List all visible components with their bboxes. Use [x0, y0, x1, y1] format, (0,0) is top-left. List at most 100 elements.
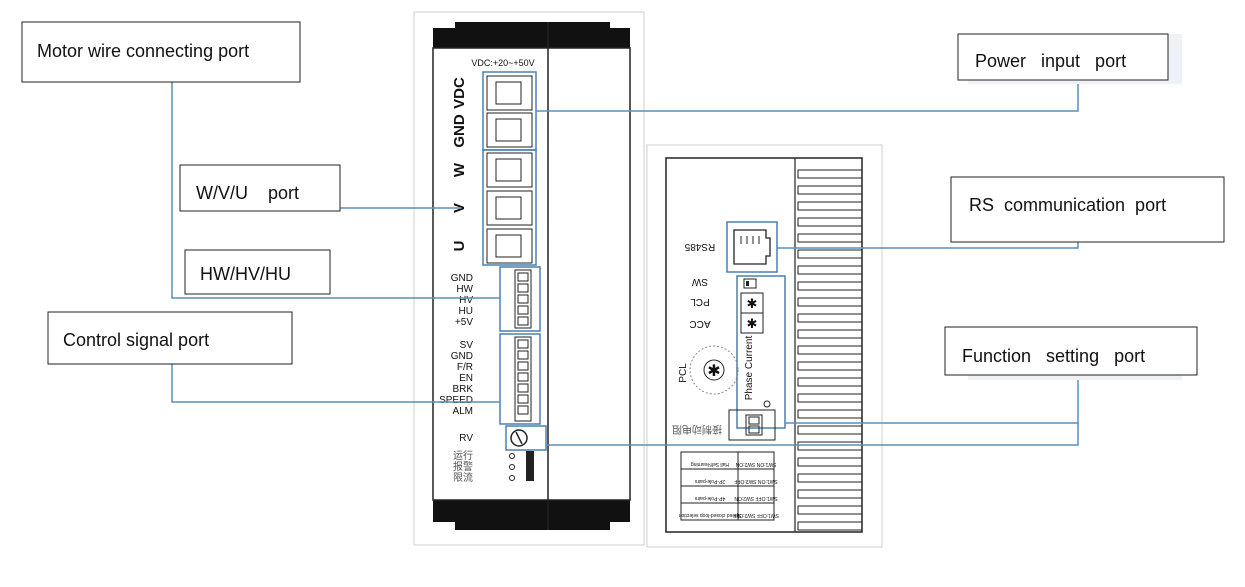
terminal-gnd-screw — [495, 118, 522, 142]
led-alarm — [509, 464, 515, 470]
control-pin-label: SPEED — [439, 395, 473, 406]
heatsink-fin — [797, 185, 863, 195]
motor-terminal-block: W V U — [451, 149, 537, 266]
control-pin-6 — [517, 394, 529, 404]
side-view-frame — [646, 144, 883, 548]
table-cell: 4P-Pole-pairs — [694, 495, 725, 501]
function-setting-leader-lower — [546, 423, 1079, 446]
power-block-outline — [482, 71, 537, 151]
pcl-dial-label: PCL — [678, 363, 689, 383]
indicator-label: 运行 — [453, 449, 473, 462]
brake-terminal-plug — [745, 414, 763, 436]
control-pin-3 — [517, 361, 529, 371]
driver-body — [432, 47, 631, 501]
power-input-callout-text: Power input port — [975, 51, 1126, 71]
control-connector: SV GND F/R EN BRK SPEED ALM — [439, 333, 541, 425]
rs-comm-leader — [777, 242, 1079, 249]
control-pin-5 — [517, 383, 529, 393]
front-view-frame — [413, 11, 645, 546]
hall-pin-1 — [517, 272, 529, 282]
terminal-w-screw — [495, 158, 522, 182]
hall-pin-label: HW — [456, 284, 473, 295]
function-setting-leader — [785, 375, 1079, 424]
hall-callout — [184, 249, 331, 295]
driver-side-view: RS485 SW ✱ PCL ✱ ACC ✱ PCL Phase Current… — [646, 144, 883, 548]
w-label: W — [451, 162, 468, 177]
phase-current-dial-ring — [689, 345, 739, 395]
terminal-v — [486, 190, 533, 226]
terminal-vdc-screw — [495, 81, 522, 105]
heatsink-fin — [797, 441, 863, 451]
rs485-label: RS485 — [684, 241, 715, 252]
rs485-outline — [726, 221, 778, 273]
u-label: U — [451, 241, 468, 252]
heatsink-fin — [797, 521, 863, 531]
table-cell: Hall Self-learning — [691, 461, 729, 467]
heatsink-fin — [797, 409, 863, 419]
heatsink-fin — [797, 233, 863, 243]
control-pin-label: ALM — [452, 406, 473, 417]
control-pin-2 — [517, 350, 529, 360]
led-limit — [509, 475, 515, 481]
motor-wire-leader — [171, 82, 500, 299]
rs-comm-callout — [950, 176, 1225, 243]
control-signal-leader — [171, 362, 500, 403]
speed-potentiometer: RV — [459, 425, 547, 451]
dip-settings-table: Hall Self-learning SW1:ON SW2:ON 2P-Pole… — [679, 451, 779, 521]
table-cell: SW1:OFF SW2:ON — [734, 495, 778, 501]
hall-plug — [514, 269, 532, 329]
wvu-callout — [179, 164, 341, 212]
phase-current-dial — [703, 359, 725, 381]
heatsink-fin — [797, 217, 863, 227]
terminal-gnd — [486, 112, 533, 148]
hall-pin-5 — [517, 316, 529, 326]
function-settings-outline — [736, 275, 786, 429]
bottom-mount-flange — [433, 500, 630, 530]
heatsink-fin — [797, 249, 863, 259]
dip-switch-lever — [746, 281, 749, 286]
control-pin-4 — [517, 372, 529, 382]
dip-switch-icon — [743, 278, 757, 289]
terminal-u-screw — [495, 234, 522, 258]
rv-label: RV — [459, 433, 473, 444]
table-cell: SW1:ON SW2:OFF — [734, 478, 777, 484]
indicator-label: 限流 — [453, 471, 473, 484]
indicator-label: 报警 — [453, 460, 473, 473]
heatsink-fin — [797, 297, 863, 307]
side-panel-body — [665, 157, 863, 533]
heatsink-fin — [797, 313, 863, 323]
hall-pin-label: GND — [451, 273, 473, 284]
rotary-dial-icon: ✱ — [747, 296, 758, 311]
brake-resistor-label: 接制动电阻 — [672, 423, 722, 436]
terminal-v-screw — [495, 196, 522, 220]
heatsink-fin — [797, 201, 863, 211]
table-cell: 2P-Pole-pairs — [694, 478, 725, 484]
heatsink-fin — [797, 281, 863, 291]
heatsink-fin — [797, 361, 863, 371]
rs-comm-callout-text: RS communication port — [969, 195, 1166, 215]
table-cell: SW1:OFF SW2:OFF — [733, 512, 779, 518]
control-plug — [514, 336, 532, 422]
hall-pin-3 — [517, 294, 529, 304]
heatsink-fin — [797, 329, 863, 339]
hall-pin-label: HV — [459, 295, 473, 306]
hall-pin-2 — [517, 283, 529, 293]
hall-block-outline — [499, 266, 541, 332]
pcl-label: PCL — [690, 296, 710, 307]
table-cell: SW1:ON SW2:ON — [735, 461, 776, 467]
control-signal-callout-text: Control signal port — [63, 330, 209, 350]
driver-front-view: VDC:+20~+50V VDC GND W V U — [413, 11, 645, 546]
hall-pin-label: HU — [459, 306, 473, 317]
control-pin-1 — [517, 339, 529, 349]
motor-wire-callout-text: Motor wire connecting port — [37, 41, 249, 61]
heatsink-fins — [797, 169, 863, 531]
control-pin-label: F/R — [457, 362, 473, 373]
leader-lines — [171, 80, 1079, 446]
control-signal-callout — [47, 311, 293, 365]
rv-knob — [510, 429, 528, 447]
status-leds: 运行 报警 限流 — [453, 449, 534, 484]
acc-label: ACC — [689, 318, 710, 329]
hall-connector: GND HW HV HU +5V — [451, 266, 541, 332]
rotary-dial-icon: ✱ — [707, 363, 720, 380]
